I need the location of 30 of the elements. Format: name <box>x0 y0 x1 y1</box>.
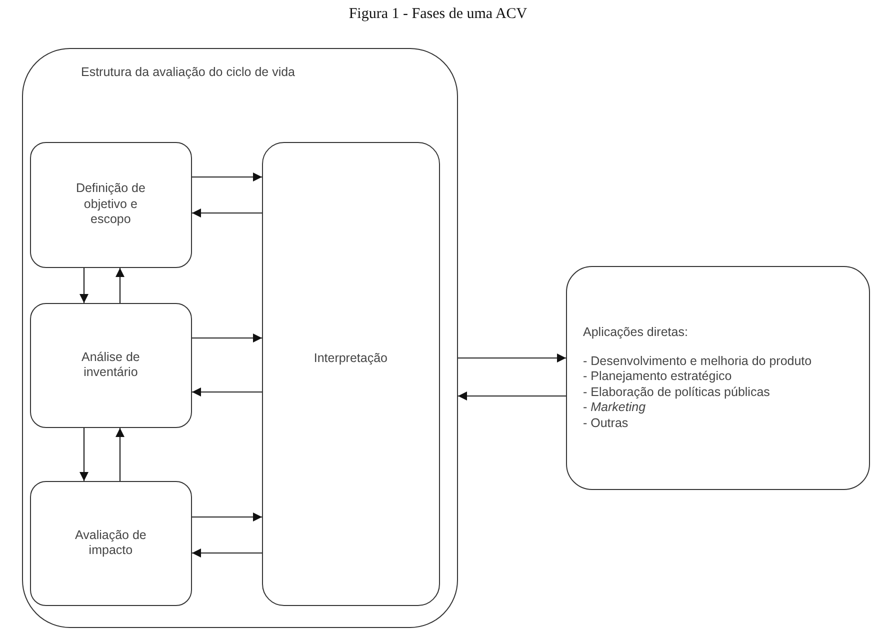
list-item: - Marketing <box>583 400 646 416</box>
phase-box <box>30 142 192 268</box>
phase-label: Avaliação de impacto <box>74 528 148 559</box>
arrow <box>192 334 262 342</box>
box-heading: Aplicações diretas: <box>583 325 688 340</box>
applications-box <box>566 266 870 490</box>
arrow <box>192 208 262 218</box>
frame-heading: Estrutura da avaliação do ciclo de vida <box>81 65 296 80</box>
phase-label: Definição de objetivo e escopo <box>74 181 146 228</box>
arrow <box>458 392 566 400</box>
list-item: - Outras <box>583 416 628 431</box>
phase-box <box>30 302 192 428</box>
arrow <box>192 548 262 558</box>
phase-label: Análise de inventário <box>80 350 141 381</box>
arrow <box>116 428 124 481</box>
list-item: - Planejamento estratégico <box>583 369 732 384</box>
phase-label: Interpretação <box>314 350 388 366</box>
arrow <box>80 428 88 481</box>
list-item: - Desenvolvimento e melhoria do produto <box>583 354 812 369</box>
phase-box <box>262 142 440 606</box>
arrow <box>192 172 262 182</box>
arrow <box>192 512 262 522</box>
figure-title: Figura 1 - Fases de uma ACV <box>348 6 528 23</box>
list-item: - Elaboração de políticas públicas <box>583 384 770 400</box>
arrow <box>80 268 88 303</box>
framework-container <box>22 48 458 628</box>
phase-box <box>30 480 192 606</box>
arrow <box>116 268 124 303</box>
arrow <box>458 354 566 362</box>
arrow <box>192 388 262 396</box>
